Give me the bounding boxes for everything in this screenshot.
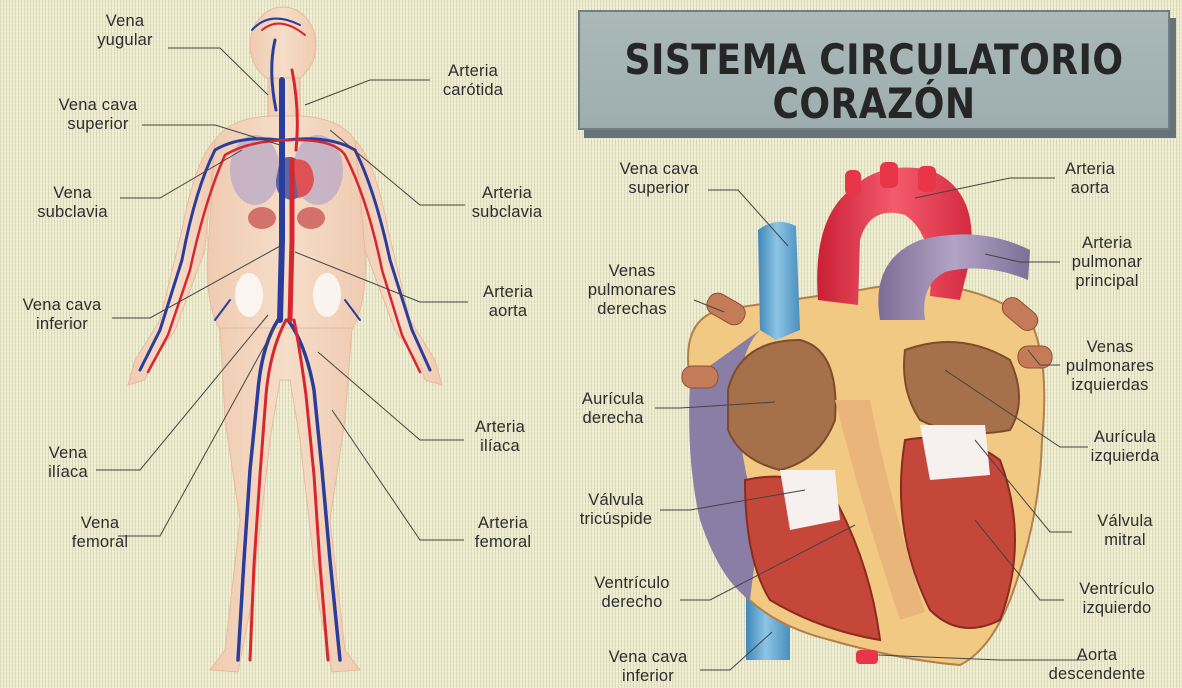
label-line: descendente bbox=[1032, 665, 1162, 684]
label-line: Aorta bbox=[1032, 646, 1162, 665]
label-heart-vena-cava-inferior: Vena cava inferior bbox=[596, 648, 700, 686]
label-line: superior bbox=[48, 115, 148, 134]
label-line: carótida bbox=[428, 81, 518, 100]
label-line: derecha bbox=[568, 409, 658, 428]
label-line: derechas bbox=[572, 300, 692, 319]
label-line: ilíaca bbox=[36, 463, 100, 482]
label-line: Vena cava bbox=[596, 648, 700, 667]
label-line: derecho bbox=[582, 593, 682, 612]
label-line: tricúspide bbox=[566, 510, 666, 529]
label-line: pulmonar bbox=[1052, 253, 1162, 272]
title-box: SISTEMA CIRCULATORIO CORAZÓN bbox=[578, 10, 1170, 130]
label-line: Válvula bbox=[566, 491, 666, 510]
label-line: inferior bbox=[12, 315, 112, 334]
label-arteria-pulmonar-principal: Arteria pulmonar principal bbox=[1052, 234, 1162, 291]
title-line-1: SISTEMA CIRCULATORIO bbox=[621, 38, 1127, 82]
label-line: femoral bbox=[58, 533, 142, 552]
label-auricula-izquierda: Aurícula izquierda bbox=[1080, 428, 1170, 466]
label-line: femoral bbox=[458, 533, 548, 552]
label-line: Ventrículo bbox=[582, 574, 682, 593]
label-auricula-derecha: Aurícula derecha bbox=[568, 390, 658, 428]
label-line: mitral bbox=[1080, 531, 1170, 550]
label-line: izquierdas bbox=[1050, 376, 1170, 395]
label-line: Arteria bbox=[468, 283, 548, 302]
label-vena-femoral: Vena femoral bbox=[58, 514, 142, 552]
label-line: Arteria bbox=[462, 184, 552, 203]
label-arteria-carotida: Arteria carótida bbox=[428, 62, 518, 100]
label-arteria-subclavia: Arteria subclavia bbox=[462, 184, 552, 222]
superior-vena-cava bbox=[758, 222, 800, 340]
label-arteria-femoral: Arteria femoral bbox=[458, 514, 548, 552]
label-line: pulmonares bbox=[572, 281, 692, 300]
label-ventriculo-derecho: Ventrículo derecho bbox=[582, 574, 682, 612]
label-line: pulmonares bbox=[1050, 357, 1170, 376]
label-line: superior bbox=[604, 179, 714, 198]
label-line: subclavia bbox=[462, 203, 552, 222]
label-line: aorta bbox=[468, 302, 548, 321]
label-line: Vena cava bbox=[12, 296, 112, 315]
label-line: Arteria bbox=[1052, 234, 1162, 253]
label-arteria-aorta: Arteria aorta bbox=[468, 283, 548, 321]
descending-aorta bbox=[856, 650, 878, 664]
label-line: Arteria bbox=[428, 62, 518, 81]
label-heart-vena-cava-superior: Vena cava superior bbox=[604, 160, 714, 198]
label-vena-subclavia: Vena subclavia bbox=[25, 184, 120, 222]
label-venas-pulmonares-derechas: Venas pulmonares derechas bbox=[572, 262, 692, 319]
label-valvula-mitral: Válvula mitral bbox=[1080, 512, 1170, 550]
label-line: izquierda bbox=[1080, 447, 1170, 466]
label-ventriculo-izquierdo: Ventrículo izquierdo bbox=[1064, 580, 1170, 618]
label-line: Aurícula bbox=[568, 390, 658, 409]
label-line: Vena cava bbox=[48, 96, 148, 115]
label-line: Vena bbox=[36, 444, 100, 463]
label-aorta-descendente: Aorta descendente bbox=[1032, 646, 1162, 684]
label-line: Arteria bbox=[460, 418, 540, 437]
label-line: Ventrículo bbox=[1064, 580, 1170, 599]
label-line: Vena bbox=[80, 12, 170, 31]
title: SISTEMA CIRCULATORIO CORAZÓN bbox=[621, 38, 1127, 126]
label-line: Venas bbox=[572, 262, 692, 281]
label-line: Venas bbox=[1050, 338, 1170, 357]
label-vena-cava-inferior: Vena cava inferior bbox=[12, 296, 112, 334]
label-vena-iliaca: Vena ilíaca bbox=[36, 444, 100, 482]
label-valvula-tricuspide: Válvula tricúspide bbox=[566, 491, 666, 529]
label-line: inferior bbox=[596, 667, 700, 686]
label-arteria-iliaca: Arteria ilíaca bbox=[460, 418, 540, 456]
label-vena-cava-superior: Vena cava superior bbox=[48, 96, 148, 134]
label-line: principal bbox=[1052, 272, 1162, 291]
label-line: aorta bbox=[1050, 179, 1130, 198]
label-line: Aurícula bbox=[1080, 428, 1170, 447]
label-line: izquierdo bbox=[1064, 599, 1170, 618]
title-line-2: CORAZÓN bbox=[621, 82, 1127, 126]
label-line: Vena cava bbox=[604, 160, 714, 179]
label-venas-pulmonares-izquierdas: Venas pulmonares izquierdas bbox=[1050, 338, 1170, 395]
label-line: Válvula bbox=[1080, 512, 1170, 531]
label-line: Vena bbox=[25, 184, 120, 203]
label-line: subclavia bbox=[25, 203, 120, 222]
label-line: yugular bbox=[80, 31, 170, 50]
label-vena-yugular: Vena yugular bbox=[80, 12, 170, 50]
label-heart-arteria-aorta: Arteria aorta bbox=[1050, 160, 1130, 198]
label-line: Arteria bbox=[1050, 160, 1130, 179]
label-line: ilíaca bbox=[460, 437, 540, 456]
label-line: Vena bbox=[58, 514, 142, 533]
label-line: Arteria bbox=[458, 514, 548, 533]
